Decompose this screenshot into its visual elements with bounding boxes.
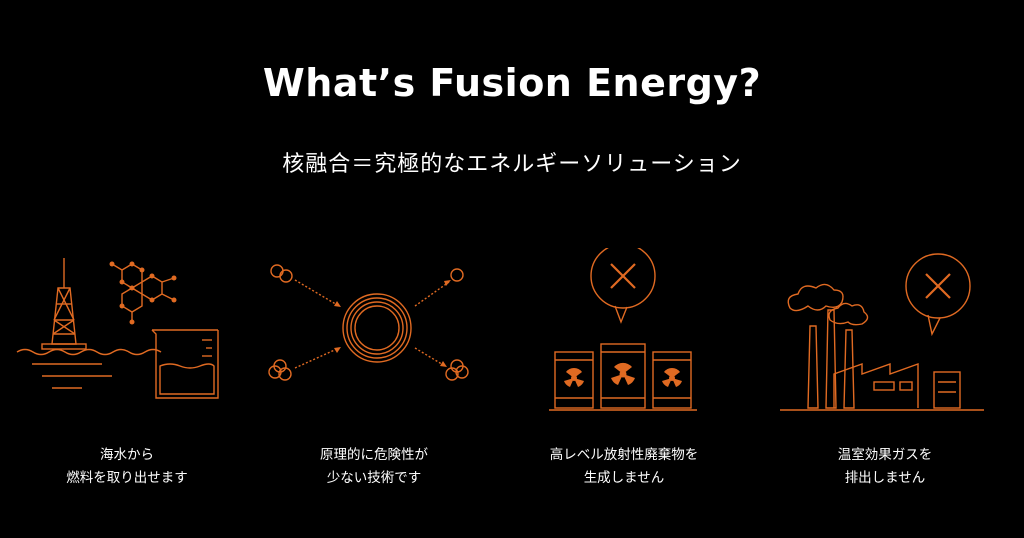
fusion-reaction-icon: [268, 264, 469, 381]
no-emissions-icon: [780, 253, 984, 411]
seawater-fuel-icon: [16, 258, 219, 399]
feature-caption: 温室効果ガスを 排出しません: [837, 447, 933, 486]
no-radioactive-waste-icon: [549, 248, 697, 411]
page-title: What’s Fusion Energy?: [262, 61, 762, 106]
feature-caption: 高レベル放射性廃棄物を 生成しません: [549, 447, 699, 486]
subtitle: 核融合＝究極的なエネルギーソリューション: [282, 152, 742, 177]
feature-caption: 海水から 燃料を取り出せます: [66, 447, 188, 486]
feature-caption: 原理的に危険性が 少ない技術です: [320, 447, 428, 486]
